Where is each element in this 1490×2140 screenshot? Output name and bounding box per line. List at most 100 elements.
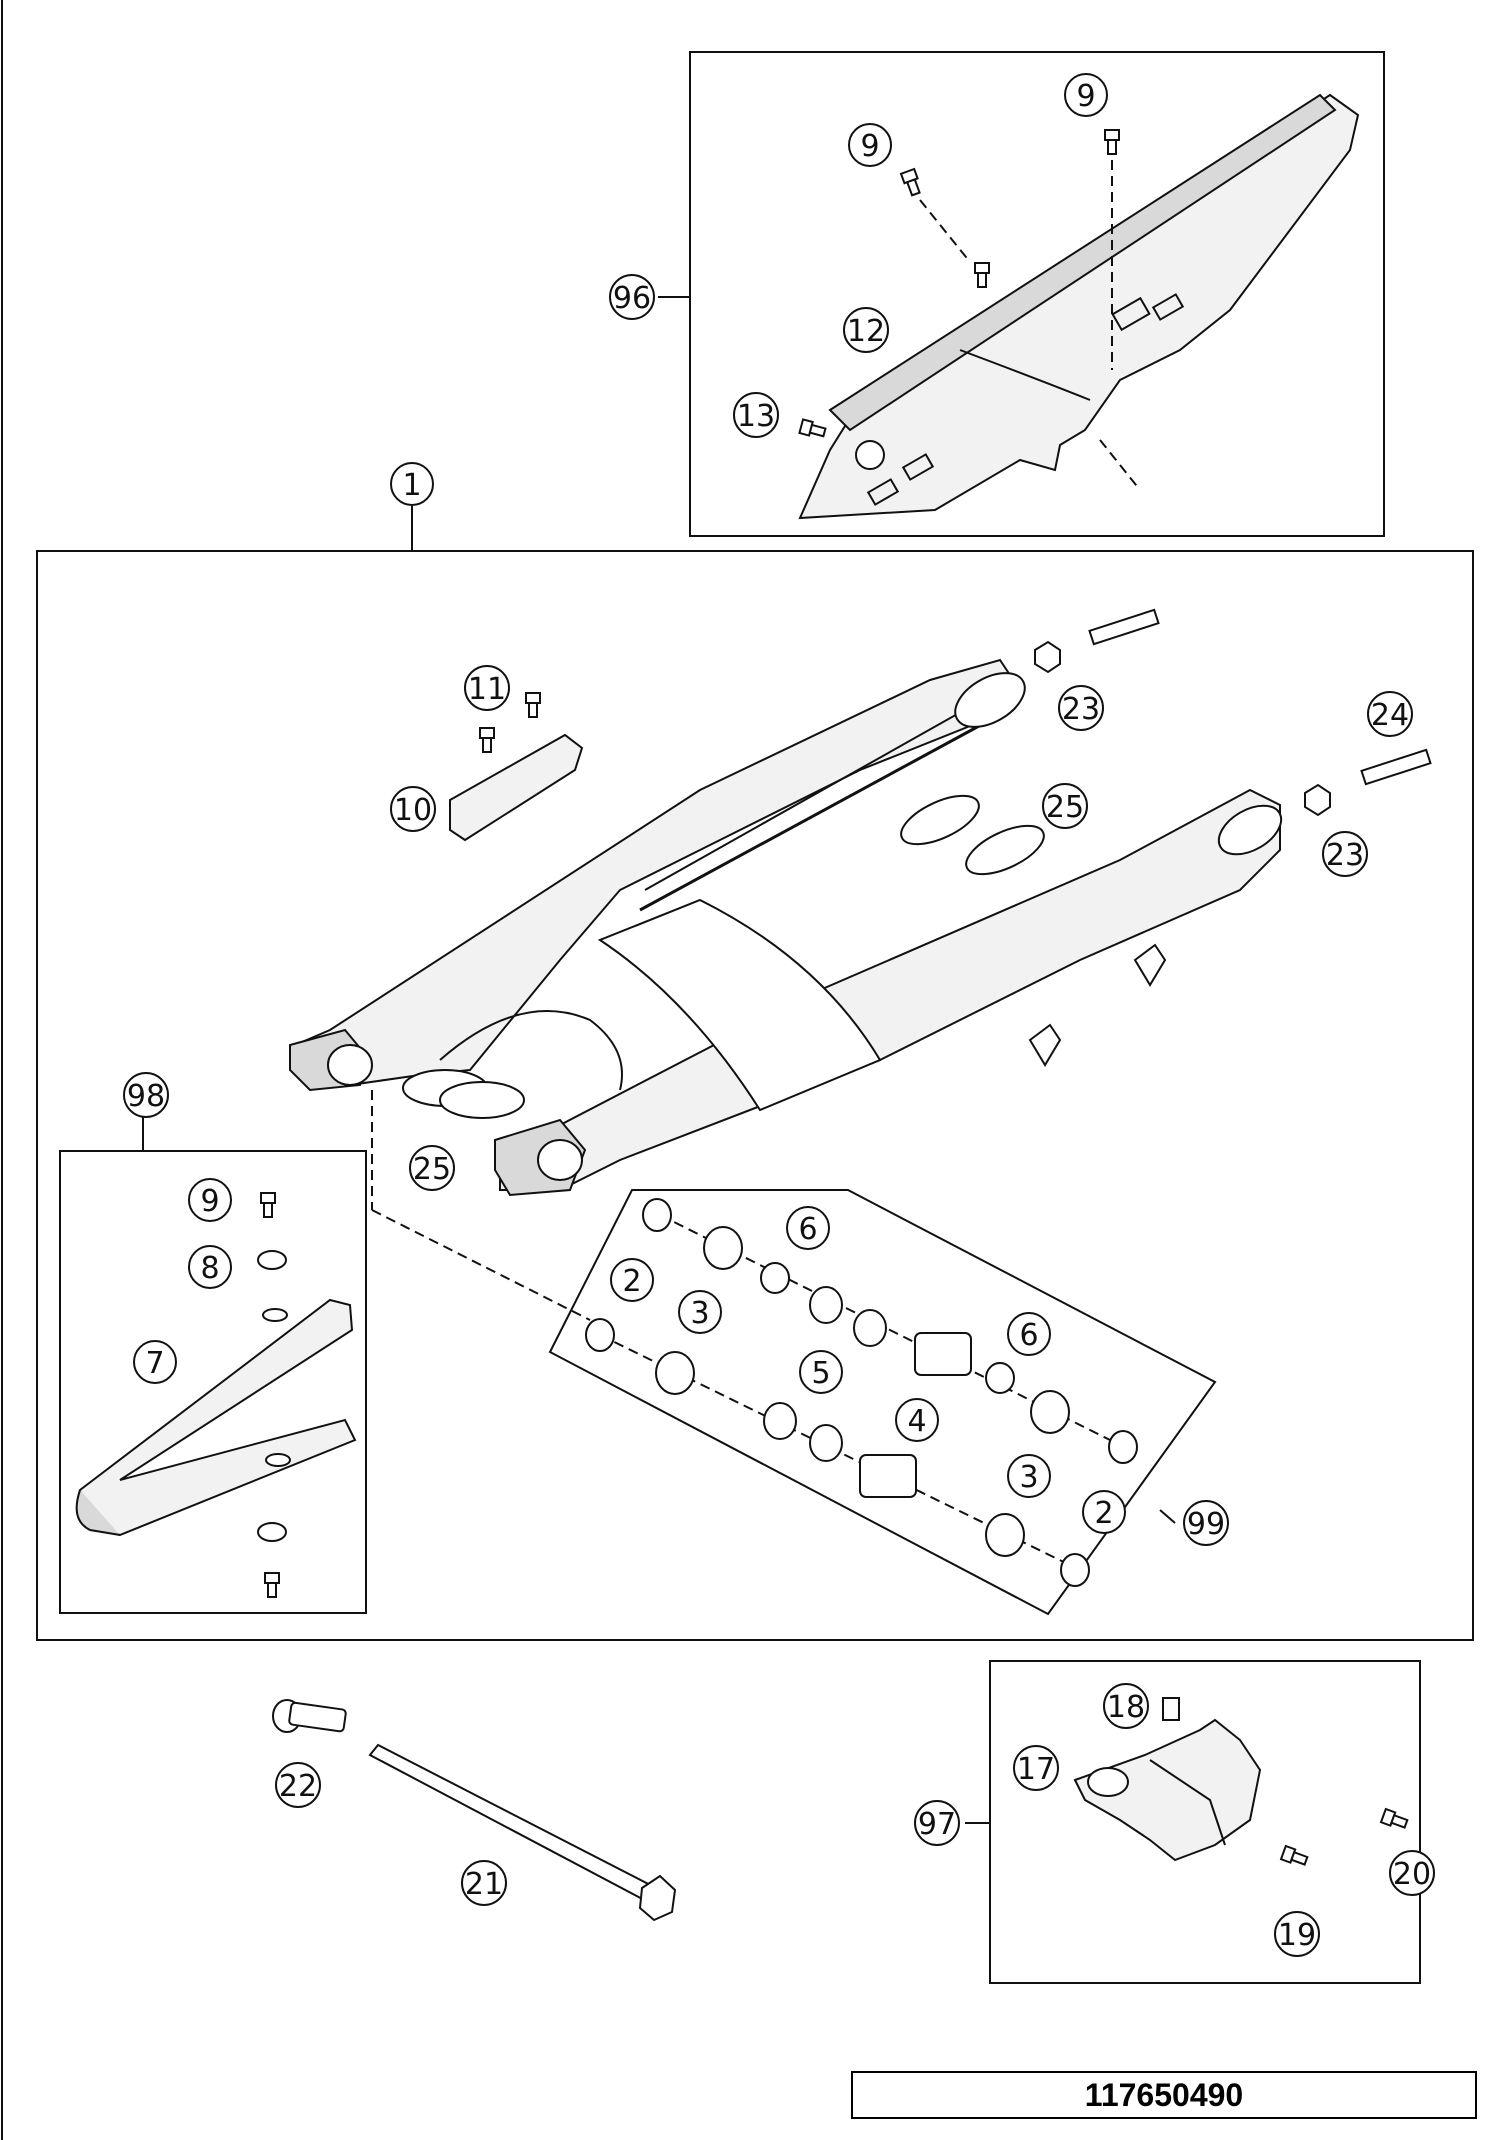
callout-circle [1042,783,1088,829]
callout-c97: 97 [914,1800,960,1846]
callout-number: 2 [622,1264,641,1299]
callout-c6a: 6 [786,1206,830,1250]
chain-guide-bolt-upper [900,168,924,198]
chain-guide-centerlines [919,160,1141,491]
chain-guide-washer [974,262,990,288]
callout-c8: 8 [188,1245,232,1289]
callout-c2a: 2 [610,1258,654,1302]
callout-circle [895,1398,939,1442]
slider-washer-lower [257,1522,287,1542]
callout-number: 20 [1393,1857,1431,1892]
callout-number: 6 [798,1212,817,1247]
callout-circle [799,1350,843,1394]
callout-circle [1322,831,1368,877]
callout-number: 6 [1019,1318,1038,1353]
callout-number: 2 [1094,1496,1113,1531]
callout-c3b: 3 [1007,1454,1051,1498]
chain-guide-bolt-right [1104,129,1120,155]
callout-circle [133,1340,177,1384]
chain-guide-group-box [689,51,1385,537]
callout-number: 10 [394,793,432,828]
callout-c19: 19 [1274,1911,1320,1957]
callout-circle [843,307,889,353]
leader-lines [142,296,1176,1824]
callout-number: 24 [1371,698,1409,733]
callout-circle [1103,1683,1149,1729]
callout-number: 9 [1076,79,1095,114]
rail-bolt-1 [479,727,495,753]
callout-c98: 98 [123,1072,169,1118]
callout-number: 99 [1187,1507,1225,1542]
callout-c23b: 23 [1322,831,1368,877]
slider-bolt-upper [260,1192,276,1218]
callout-c13: 13 [733,392,779,438]
callout-circle [461,1860,507,1906]
callout-number: 7 [145,1346,164,1381]
callout-circle [1274,1911,1320,1957]
callout-number: 9 [860,129,879,164]
callout-number: 5 [811,1356,830,1391]
callout-circle [678,1290,722,1334]
callout-number: 23 [1062,692,1100,727]
callout-circle [610,1258,654,1302]
bearing-kit-group-outline [548,1189,1217,1616]
callout-number: 9 [200,1184,219,1219]
callout-number: 25 [1046,790,1084,825]
callout-number: 1 [402,468,421,503]
callout-number: 96 [613,281,651,316]
callout-c20: 20 [1389,1850,1435,1896]
bracket-bolt-right [1380,1808,1410,1832]
callout-circle [848,123,892,167]
callout-circle [609,274,655,320]
callout-c9b: 9 [1064,73,1108,117]
callout-c22: 22 [275,1762,321,1808]
bracket-bolt-lower [1280,1845,1310,1869]
callout-c4: 4 [895,1398,939,1442]
callout-number: 18 [1107,1690,1145,1725]
callout-c23a: 23 [1058,685,1104,731]
callout-c9c: 9 [188,1178,232,1222]
rail-bolt-2 [525,692,541,718]
callout-c25a: 25 [1042,783,1088,829]
callout-number: 4 [907,1404,926,1439]
slider-washer-upper [257,1250,287,1270]
callout-circle [1013,1745,1059,1791]
slider-bolt-lower [264,1572,280,1598]
callout-number: 3 [1019,1460,1038,1495]
callout-c9a: 9 [848,123,892,167]
callout-c12: 12 [843,307,889,353]
callout-c17: 17 [1013,1745,1059,1791]
callout-number: 3 [690,1296,709,1331]
callout-circle [275,1762,321,1808]
callout-circle [1367,691,1413,737]
callout-c99: 99 [1183,1500,1229,1546]
callout-circle [1007,1454,1051,1498]
callout-circle [786,1206,830,1250]
callout-circle [188,1245,232,1289]
callout-circle [733,392,779,438]
swingarm-group-box [36,550,1474,1641]
callout-number: 97 [918,1807,956,1842]
callout-circle [390,786,436,832]
callout-c21: 21 [461,1860,507,1906]
chain-guide-bracket-part [1073,1697,1262,1862]
callout-number: 21 [465,1867,503,1902]
callout-circle [1058,685,1104,731]
chain-guide-part [798,93,1360,520]
upper-disc-1 [900,794,980,846]
bearing-kit-parts [585,1198,1138,1587]
callout-circle [409,1145,455,1191]
callout-circle [914,1800,960,1846]
callout-circle [188,1178,232,1222]
callout-c11: 11 [464,665,510,711]
pivot-centerline [371,1209,591,1321]
callout-circle [1082,1490,1126,1534]
callout-circle [1007,1312,1051,1356]
callout-c3a: 3 [678,1290,722,1334]
callout-c96: 96 [609,274,655,320]
chain-guide-screw [798,418,828,441]
pivot-axle-parts [272,1699,677,1922]
pivot-disc-2 [439,1081,525,1119]
callout-c1: 1 [390,462,434,506]
